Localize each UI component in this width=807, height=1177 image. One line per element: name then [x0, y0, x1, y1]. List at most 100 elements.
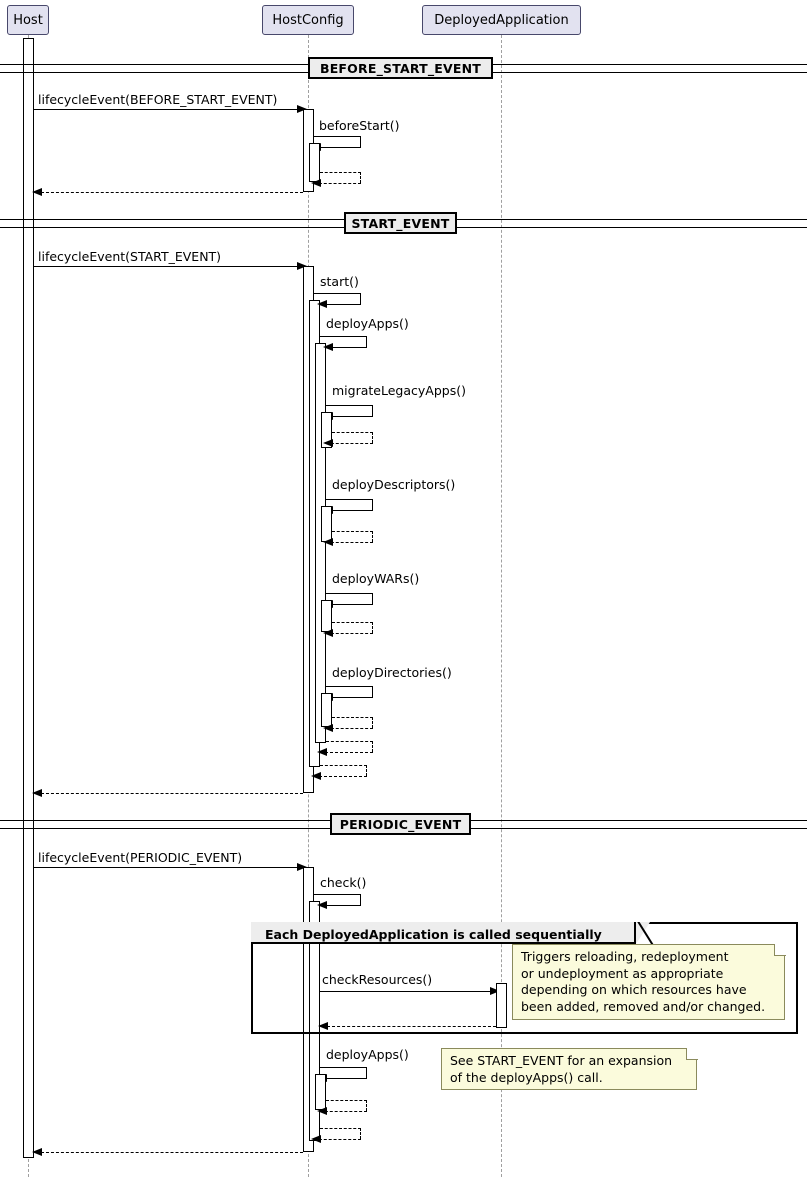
divider-periodic-event-label: PERIODIC_EVENT	[339, 816, 462, 832]
message-label-m2: beforeStart()	[319, 118, 400, 133]
message-vert-m2	[360, 136, 361, 147]
message-line-m11-top	[332, 531, 373, 532]
message-line-m6-top	[314, 293, 361, 294]
message-line-m14-bottom	[332, 697, 373, 698]
message-line-m11-bottom	[326, 542, 373, 543]
message-line-m8-top	[326, 405, 373, 406]
activation-hostconfig-l3-deployapps-periodic	[315, 1074, 326, 1110]
note-deployapps-fold-icon	[686, 1048, 698, 1060]
message-arrowhead-m24	[311, 1134, 321, 1143]
participant-host[interactable]: Host	[7, 5, 49, 35]
divider-start-event: START_EVENT	[344, 212, 457, 234]
participant-deployedapplication-label: DeployedApplication	[434, 12, 569, 28]
message-arrowhead-m25	[32, 1147, 42, 1156]
participant-hostconfig[interactable]: HostConfig	[262, 5, 354, 35]
message-arrowhead-m20	[490, 986, 500, 995]
message-vert-m15	[372, 717, 373, 728]
activation-hostconfig-l4-deploywars	[321, 600, 332, 632]
message-line-m9-bottom	[326, 443, 373, 444]
message-line-m15-top	[332, 717, 373, 718]
divider-start-event-label: START_EVENT	[351, 215, 450, 231]
message-line-m22-bottom	[326, 1078, 367, 1079]
note-checkresources-fold-icon	[774, 944, 786, 956]
group-tab-corner-edge	[634, 922, 658, 946]
note-deployapps: See START_EVENT for an expansion of the …	[441, 1048, 697, 1090]
message-line-m22-top	[320, 1067, 367, 1068]
message-line-m20	[320, 991, 491, 992]
message-arrowhead-m6	[317, 299, 327, 308]
message-arrowhead-m18	[297, 862, 307, 871]
message-label-m1: lifecycleEvent(BEFORE_START_EVENT)	[38, 92, 278, 107]
message-vert-m19	[360, 894, 361, 905]
message-line-m8-bottom	[332, 416, 373, 417]
message-label-m7: deployApps()	[326, 316, 409, 331]
message-arrowhead-m5	[297, 261, 307, 270]
activation-deployedapplication-checkresources	[496, 983, 507, 1028]
message-line-m2-top	[314, 136, 361, 137]
message-line-m19-bottom	[326, 905, 361, 906]
message-line-m5	[34, 266, 298, 267]
message-vert-m16	[372, 741, 373, 752]
message-arrowhead-m23	[317, 1106, 327, 1115]
message-arrowhead-m21	[318, 1021, 328, 1030]
message-line-m9-top	[332, 432, 373, 433]
group-tab-corner	[636, 922, 650, 944]
message-line-m13-top	[332, 622, 373, 623]
message-vert-m14	[372, 686, 373, 697]
message-line-m19-top	[314, 894, 361, 895]
message-arrowhead-m13	[323, 628, 333, 637]
message-arrowhead-m16b	[311, 771, 321, 780]
message-line-m10-bottom	[332, 510, 373, 511]
message-arrowhead-m19	[317, 900, 327, 909]
note-checkresources-line-3: depending on which resources have	[521, 982, 747, 997]
message-label-m6: start()	[320, 274, 359, 289]
message-line-m16-top	[326, 741, 373, 742]
message-label-m10: deployDescriptors()	[332, 477, 456, 492]
message-line-m10-top	[326, 499, 373, 500]
message-arrowhead-m15	[323, 723, 333, 732]
divider-before-start-event-label: BEFORE_START_EVENT	[319, 60, 482, 76]
message-line-m21	[327, 1026, 496, 1027]
lifeline-deployedapplication	[501, 35, 502, 1177]
message-line-m23-bottom	[320, 1111, 367, 1112]
participant-hostconfig-label: HostConfig	[272, 12, 344, 28]
participant-deployedapplication[interactable]: DeployedApplication	[422, 5, 581, 35]
message-vert-m23	[366, 1100, 367, 1111]
message-vert-m11	[372, 531, 373, 542]
message-vert-m24	[360, 1128, 361, 1139]
message-line-m18	[34, 867, 298, 868]
message-line-m12-bottom	[332, 604, 373, 605]
message-arrowhead-m4	[32, 187, 42, 196]
message-vert-m3	[360, 172, 361, 183]
note-deployapps-line-1: See START_EVENT for an expansion	[450, 1053, 673, 1068]
message-vert-m22	[366, 1067, 367, 1078]
message-arrowhead-m16	[317, 747, 327, 756]
message-line-m25	[41, 1152, 303, 1153]
message-line-m24-top	[320, 1128, 361, 1129]
message-label-m8: migrateLegacyApps()	[332, 383, 466, 398]
note-checkresources-line-4: been added, removed and/or changed.	[521, 998, 766, 1014]
message-line-m23-top	[326, 1100, 367, 1101]
note-checkresources-line-1: Triggers reloading, redeployment	[521, 949, 729, 964]
activation-hostconfig-l4-deploydirectories	[321, 693, 332, 727]
group-tab-sequential	[251, 922, 636, 944]
message-label-m20: checkResources()	[322, 972, 433, 987]
divider-periodic-event: PERIODIC_EVENT	[330, 813, 471, 835]
message-vert-m6	[360, 293, 361, 304]
divider-before-start-event: BEFORE_START_EVENT	[308, 57, 493, 79]
message-line-m7-top	[320, 336, 367, 337]
note-checkresources: Triggers reloading, redeployment or unde…	[512, 944, 785, 1020]
message-vert-m9	[372, 432, 373, 443]
message-line-m16b-bottom	[314, 776, 367, 777]
message-vert-m12	[372, 593, 373, 604]
message-line-m3-bottom	[314, 183, 361, 184]
message-line-m16b-top	[320, 765, 367, 766]
message-arrowhead-m1	[297, 104, 307, 113]
message-line-m12-top	[326, 593, 373, 594]
message-arrowhead-m11	[323, 537, 333, 546]
message-arrowhead-m17	[32, 788, 42, 797]
message-line-m1	[34, 109, 298, 110]
message-label-m5: lifecycleEvent(START_EVENT)	[38, 249, 222, 264]
message-line-m13-bottom	[326, 633, 373, 634]
